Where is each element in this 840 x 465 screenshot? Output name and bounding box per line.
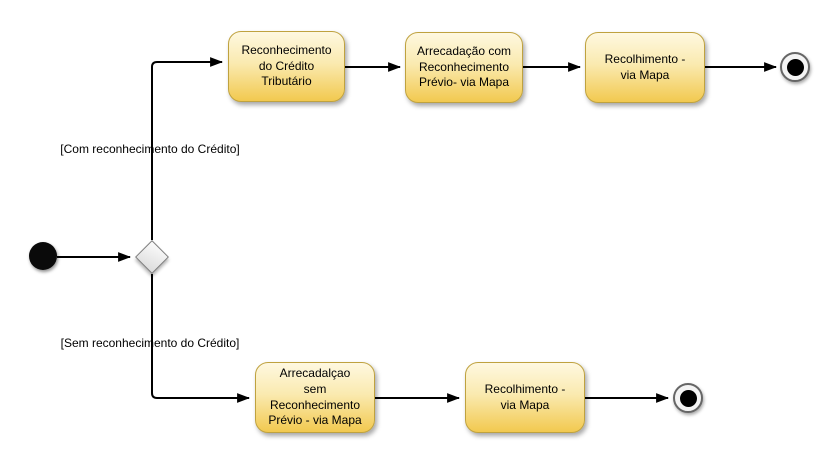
guard-label-com-reconhecimento: [Com reconhecimento do Crédito] xyxy=(60,142,240,156)
edge-decision-to-a4 xyxy=(151,274,251,403)
final-node-bottom-icon xyxy=(673,383,703,413)
final-node-top-dot xyxy=(786,58,804,76)
activity-recolhimento-via-mapa-top: Recolhimento - via Mapa xyxy=(585,32,705,103)
final-node-bottom-dot xyxy=(679,389,697,407)
activity-arrecadacao-sem-reconhecimento-previo: Arrecadalçao sem Reconhecimento Prévio -… xyxy=(255,362,375,433)
guard-label-sem-reconhecimento: [Sem reconhecimento do Crédito] xyxy=(60,336,240,350)
activity-arrecadacao-com-reconhecimento-previo: Arrecadação com Reconhecimento Prévio- v… xyxy=(405,32,523,103)
edge-decision-to-a1 xyxy=(151,57,224,240)
activity-recolhimento-via-mapa-bottom: Recolhimento - via Mapa xyxy=(465,362,585,433)
initial-node-icon xyxy=(29,242,57,270)
activity-reconhecimento-credito-tributario: Reconhecimento do Crédito Tributário xyxy=(228,31,345,102)
final-node-top-icon xyxy=(780,52,810,82)
